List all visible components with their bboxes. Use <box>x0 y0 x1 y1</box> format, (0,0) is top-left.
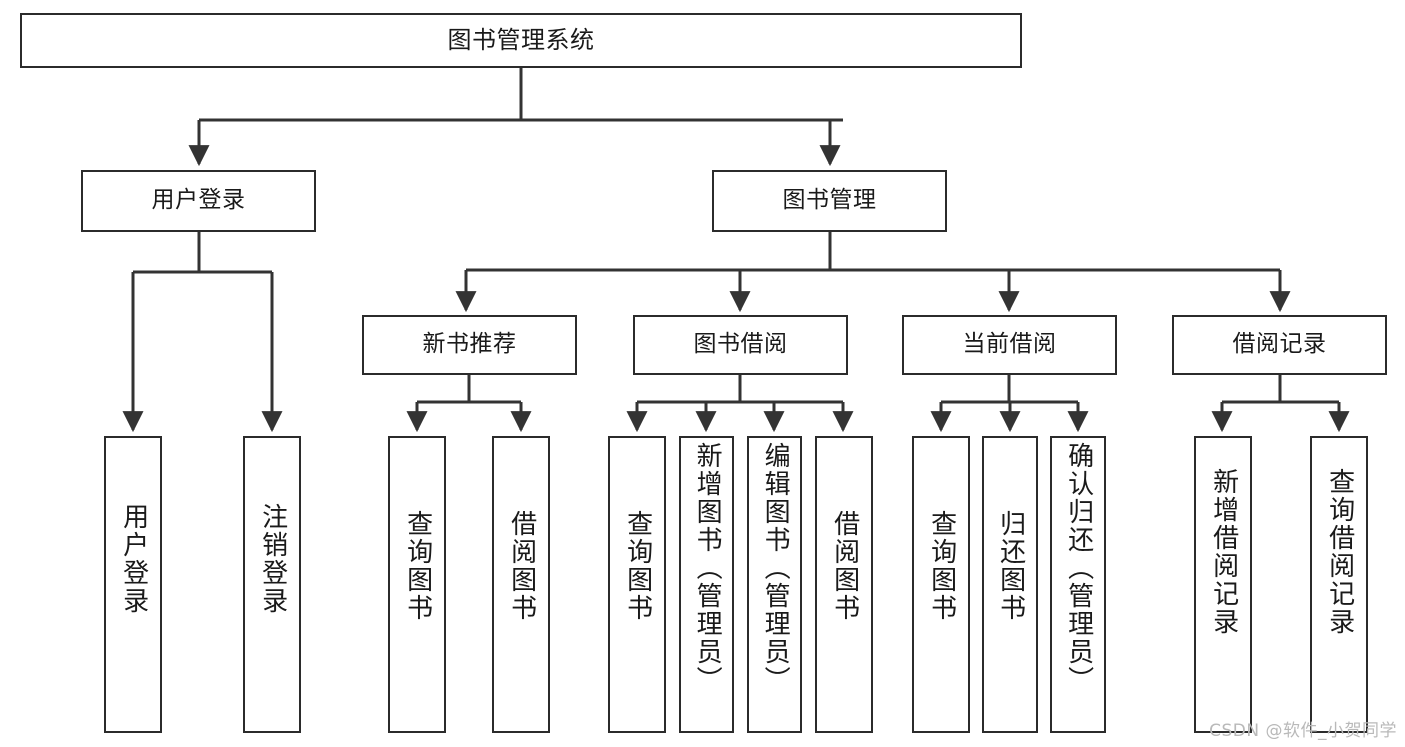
node-user-login[interactable]: 用户登录 <box>81 170 316 232</box>
node-borrow-record-label: 借阅记录 <box>1232 331 1327 358</box>
node-leaf-borrow-book-1-label: 借阅图书 <box>506 510 537 622</box>
node-leaf-add-record[interactable]: 新增借阅记录 <box>1194 436 1252 733</box>
node-user-login-label: 用户登录 <box>151 187 246 214</box>
node-leaf-borrow-book-1[interactable]: 借阅图书 <box>492 436 550 733</box>
node-leaf-confirm-return[interactable]: 确认归还（管理员） <box>1050 436 1106 733</box>
node-leaf-user-login-label: 用户登录 <box>118 503 149 615</box>
node-new-book-rec-label: 新书推荐 <box>422 331 517 358</box>
node-leaf-borrow-book-2-label: 借阅图书 <box>829 510 860 622</box>
node-book-manage[interactable]: 图书管理 <box>712 170 947 232</box>
node-root[interactable]: 图书管理系统 <box>20 13 1022 68</box>
node-leaf-query-record[interactable]: 查询借阅记录 <box>1310 436 1368 733</box>
node-leaf-query-book-1-label: 查询图书 <box>402 510 433 622</box>
node-current-borrow-label: 当前借阅 <box>962 331 1057 358</box>
node-leaf-edit-book-label: 编辑图书（管理员） <box>760 442 791 694</box>
node-new-book-rec[interactable]: 新书推荐 <box>362 315 577 375</box>
node-leaf-query-book-3[interactable]: 查询图书 <box>912 436 970 733</box>
node-leaf-logout[interactable]: 注销登录 <box>243 436 301 733</box>
node-leaf-logout-label: 注销登录 <box>257 503 288 615</box>
node-leaf-query-book-2-label: 查询图书 <box>622 510 653 622</box>
node-book-borrow[interactable]: 图书借阅 <box>633 315 848 375</box>
node-current-borrow[interactable]: 当前借阅 <box>902 315 1117 375</box>
node-leaf-query-record-label: 查询借阅记录 <box>1324 468 1355 636</box>
node-leaf-return-book-label: 归还图书 <box>995 510 1026 622</box>
node-leaf-return-book[interactable]: 归还图书 <box>982 436 1038 733</box>
node-leaf-user-login[interactable]: 用户登录 <box>104 436 162 733</box>
node-leaf-add-book-label: 新增图书（管理员） <box>692 442 723 694</box>
csdn-watermark: CSDN @软件_小贺同学 <box>1209 721 1397 741</box>
node-book-borrow-label: 图书借阅 <box>693 331 788 358</box>
node-leaf-borrow-book-2[interactable]: 借阅图书 <box>815 436 873 733</box>
node-borrow-record[interactable]: 借阅记录 <box>1172 315 1387 375</box>
node-root-label: 图书管理系统 <box>447 26 595 55</box>
node-leaf-edit-book[interactable]: 编辑图书（管理员） <box>747 436 802 733</box>
node-book-manage-label: 图书管理 <box>782 187 877 214</box>
node-leaf-query-book-2[interactable]: 查询图书 <box>608 436 666 733</box>
node-leaf-query-book-1[interactable]: 查询图书 <box>388 436 446 733</box>
node-leaf-add-book[interactable]: 新增图书（管理员） <box>679 436 734 733</box>
node-leaf-query-book-3-label: 查询图书 <box>926 510 957 622</box>
node-leaf-confirm-return-label: 确认归还（管理员） <box>1063 442 1094 694</box>
node-leaf-add-record-label: 新增借阅记录 <box>1208 468 1239 636</box>
